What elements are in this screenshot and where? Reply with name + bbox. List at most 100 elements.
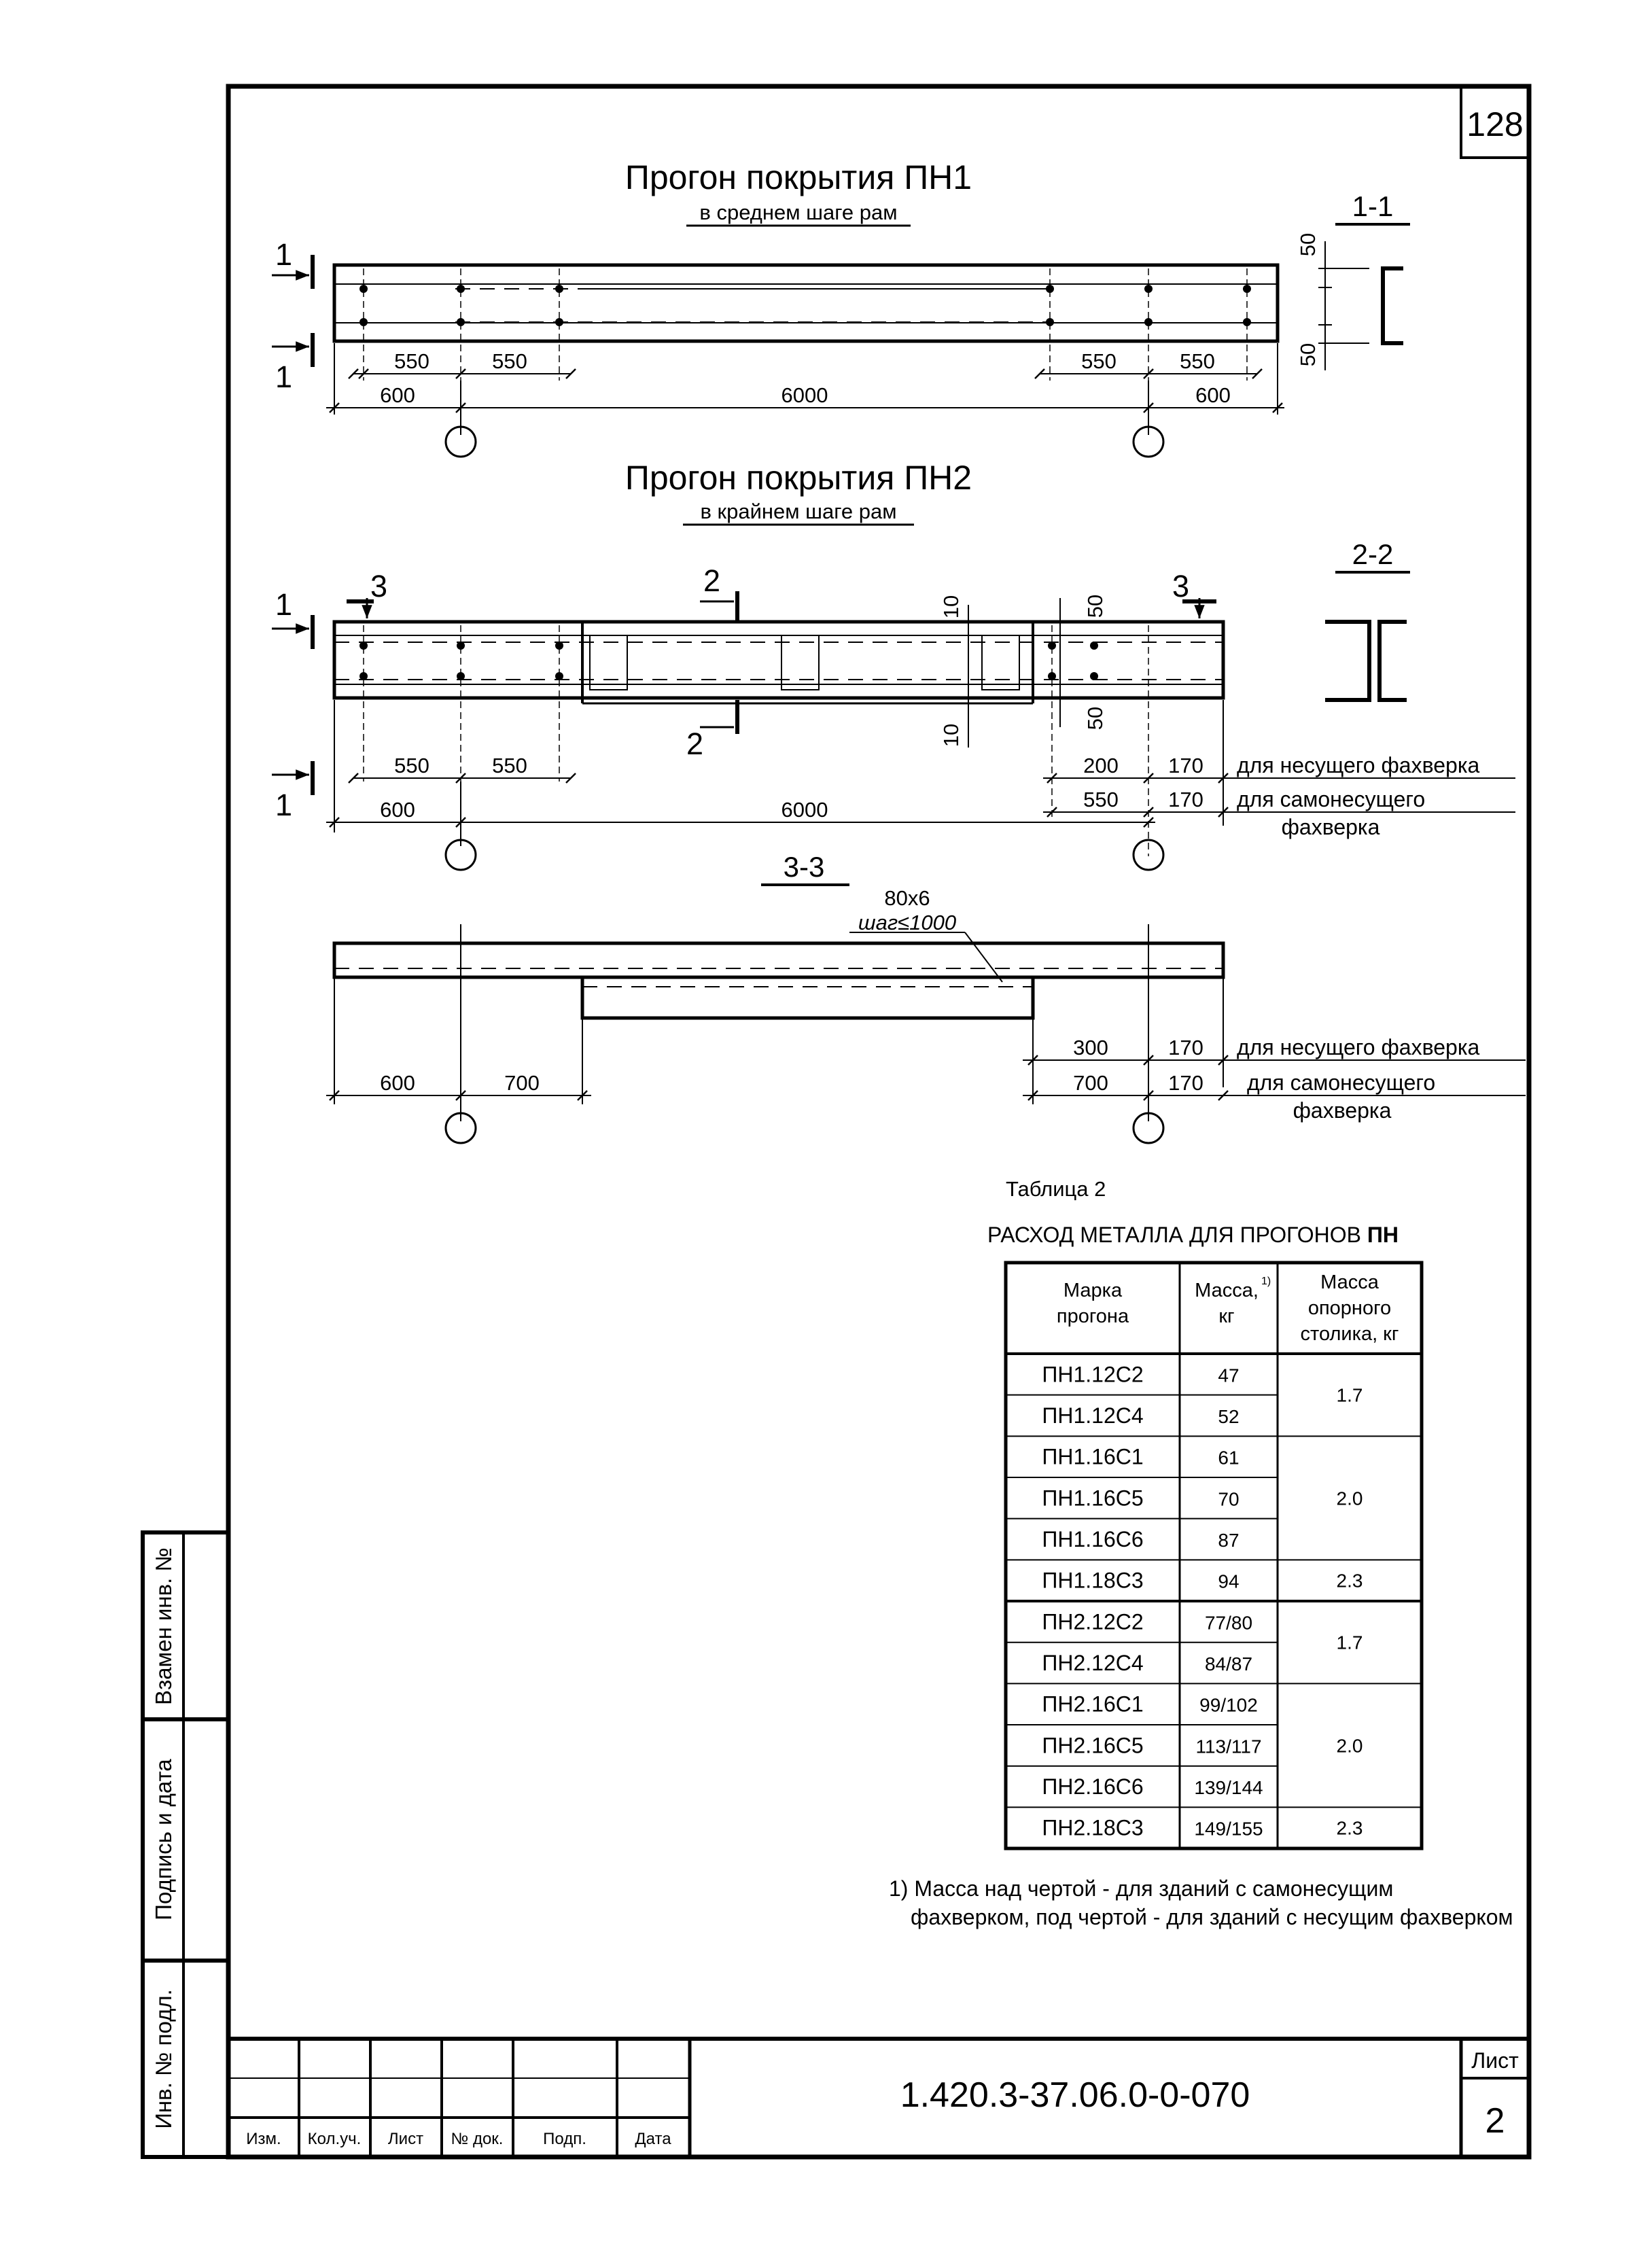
table-cell-support-mass: 2.0 — [1337, 1488, 1363, 1509]
header-support-3: столика, кг — [1301, 1323, 1399, 1345]
sheet-number: 2 — [1486, 2101, 1505, 2141]
dim3-300: 300 — [1073, 1036, 1108, 1059]
offsets-pn2 — [968, 598, 1061, 748]
dimensions-pn2 — [326, 700, 1515, 846]
table-cell-mass: 139/144 — [1194, 1777, 1263, 1798]
table-cell-mass: 113/117 — [1195, 1736, 1261, 1757]
offset-50-top: 50 — [1296, 233, 1320, 256]
cut-2-bottom: 2 — [686, 726, 703, 761]
footnote-line-2: фахверком, под чертой - для зданий с нес… — [911, 1905, 1513, 1929]
dim-600-left: 600 — [380, 383, 415, 407]
drawing2-title: Прогон покрытия ПН2 — [625, 459, 972, 497]
cut-mark-1-top: 1 — [272, 237, 315, 289]
dim2-600: 600 — [380, 798, 415, 822]
table-cell-mass: 99/102 — [1199, 1695, 1258, 1716]
section-3-3-label: 3-3 — [784, 851, 825, 883]
hole-axes-pn1 — [363, 268, 1248, 381]
offsets-1-1 — [1318, 241, 1369, 370]
offset-10-top: 10 — [939, 595, 963, 618]
side-stamp-replacement: Взамен инв. № — [151, 1547, 176, 1705]
table-cell-mark: ПН1.16С1 — [1042, 1445, 1143, 1469]
table-cell-mass: 149/155 — [1194, 1819, 1263, 1840]
table-grid — [1004, 1261, 1424, 1850]
dim2-170-b: 170 — [1168, 788, 1203, 811]
table-cell-mass: 52 — [1218, 1406, 1239, 1427]
table-cell-mark: ПН2.16С5 — [1042, 1733, 1143, 1757]
table-cell-mark: ПН2.12С4 — [1042, 1651, 1143, 1675]
section-1-1-label: 1-1 — [1352, 190, 1394, 222]
offset-50-top: 50 — [1083, 595, 1107, 618]
table-cell-mark: ПН1.18С3 — [1042, 1568, 1143, 1593]
tb-label-data: Дата — [635, 2130, 671, 2148]
note-bearing-3-3: для несущего фахверка — [1237, 1035, 1480, 1059]
table-cell-mark: ПН1.16С5 — [1042, 1486, 1143, 1510]
header-mass-sup: 1) — [1261, 1276, 1271, 1287]
table-cell-mark: ПН2.16С6 — [1042, 1774, 1143, 1799]
table-cell-support-mass: 1.7 — [1337, 1632, 1363, 1653]
double-channel-section-2-2 — [1325, 620, 1407, 702]
note-bearing-pn2: для несущего фахверка — [1237, 753, 1480, 777]
section-2-2-label: 2-2 — [1352, 538, 1394, 570]
dim2-550-c: 550 — [1083, 788, 1119, 811]
dim2-170-a: 170 — [1168, 754, 1203, 777]
purlin-pn2 — [332, 620, 1225, 705]
table-cell-support-mass: 1.7 — [1337, 1385, 1363, 1406]
header-support-1: Масса — [1320, 1271, 1379, 1293]
offset-50-bottom: 50 — [1083, 707, 1107, 730]
dim2-200: 200 — [1083, 754, 1119, 777]
dim-550-a: 550 — [394, 349, 429, 373]
header-mark-1: Марка — [1064, 1280, 1123, 1301]
document-number: 1.420.3-37.06.0-0-070 — [900, 2075, 1250, 2115]
table-cell-support-mass: 2.0 — [1337, 1735, 1363, 1756]
side-stamp-signature: Подпись и дата — [151, 1759, 176, 1920]
dim2-550-a: 550 — [394, 754, 429, 777]
tb-label-ndok: № док. — [451, 2130, 504, 2148]
tb-label-izm: Изм. — [246, 2130, 281, 2148]
metal-consumption-table: Таблица 2 РАСХОД МЕТАЛЛА ДЛЯ ПРОГОНОВ ПН… — [889, 1177, 1513, 1929]
dim-550-d: 550 — [1180, 349, 1215, 373]
dim-550-c: 550 — [1081, 349, 1117, 373]
dim3-170-b: 170 — [1168, 1071, 1203, 1095]
dim3-600: 600 — [380, 1071, 415, 1095]
axis-bubbles-3-3 — [444, 1112, 1165, 1144]
footnote-line-1: 1) Масса над чертой - для зданий с самон… — [889, 1876, 1393, 1901]
note-selfbearing-3-3-2: фахверка — [1293, 1098, 1392, 1123]
cut-1-bottom: 1 — [275, 788, 292, 822]
header-mass-2: кг — [1218, 1305, 1234, 1327]
dim3-700-right: 700 — [1073, 1071, 1108, 1095]
table-cell-support-mass: 2.3 — [1337, 1818, 1363, 1839]
svg-text:1: 1 — [275, 359, 292, 394]
bolt-holes-pn1 — [359, 285, 1251, 326]
cut-mark-1-bottom: 1 — [272, 333, 315, 394]
axis-bubbles-pn2 — [444, 839, 1165, 871]
side-stamp-inventory: Инв. № подл. — [151, 1989, 176, 2129]
table-title-bold: ПН — [1367, 1223, 1399, 1247]
drawing-pn1: Прогон покрытия ПН1 в среднем шаге рам — [272, 158, 1410, 458]
dim-550-b: 550 — [492, 349, 527, 373]
title-block — [228, 2037, 1529, 2157]
drawing2-subtitle: в крайнем шаге рам — [700, 499, 896, 523]
dim3-170-a: 170 — [1168, 1036, 1203, 1059]
dim3-700-left: 700 — [504, 1071, 540, 1095]
table-cell-mark: ПН1.16С6 — [1042, 1527, 1143, 1551]
cut-marks-pn2 — [272, 591, 1216, 795]
svg-text:1: 1 — [275, 237, 292, 272]
drawing1-title: Прогон покрытия ПН1 — [625, 158, 972, 196]
offset-10-bottom: 10 — [939, 724, 963, 747]
dim-6000: 6000 — [781, 383, 828, 407]
callout-plate: 80х6 — [884, 886, 930, 910]
table-cell-support-mass: 2.3 — [1337, 1571, 1363, 1592]
dim-600-right: 600 — [1195, 383, 1231, 407]
table-cell-mark: ПН2.18С3 — [1042, 1816, 1143, 1840]
cut-2-top: 2 — [703, 563, 720, 598]
table-cell-mark: ПН2.12С2 — [1042, 1609, 1143, 1634]
header-mass-1: Масса, — [1195, 1280, 1259, 1301]
table-cell-mark: ПН1.12С2 — [1042, 1362, 1143, 1386]
offset-50-bottom: 50 — [1296, 343, 1320, 366]
drawing-pn2: Прогон покрытия ПН2 в крайнем шаге рам — [272, 459, 1515, 871]
table-cell-mass: 47 — [1218, 1365, 1239, 1386]
purlin-elevation — [332, 941, 1225, 1020]
table-cell-mass: 84/87 — [1205, 1653, 1252, 1674]
